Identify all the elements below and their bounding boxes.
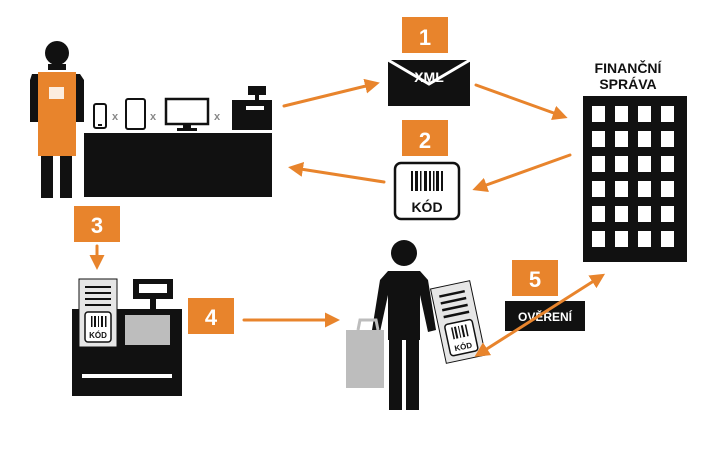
building-window bbox=[661, 206, 674, 222]
building-window bbox=[615, 206, 628, 222]
checkout-register-icon bbox=[72, 279, 182, 396]
building-window bbox=[661, 231, 674, 247]
step-4-number: 4 bbox=[205, 305, 218, 330]
building-window bbox=[638, 206, 651, 222]
building-window bbox=[661, 106, 674, 122]
step-4: 4 bbox=[188, 298, 234, 334]
building-window bbox=[592, 206, 605, 222]
tablet-icon bbox=[125, 98, 146, 130]
office-building-icon bbox=[583, 96, 687, 262]
step-5: 5 bbox=[512, 260, 558, 296]
step-2-badge bbox=[402, 120, 448, 156]
step-1-badge bbox=[402, 17, 448, 53]
building-window bbox=[615, 231, 628, 247]
code-label: KÓD bbox=[411, 198, 442, 215]
step-4-badge bbox=[188, 298, 234, 334]
receipt-icon: KÓD bbox=[78, 278, 118, 348]
step-3: 3 bbox=[74, 206, 120, 242]
device-separator: x bbox=[214, 111, 221, 123]
sales-counter bbox=[84, 133, 272, 197]
building-window bbox=[615, 156, 628, 172]
xml-label: XML bbox=[414, 69, 444, 85]
step-2-number: 2 bbox=[419, 128, 431, 153]
building-window bbox=[592, 106, 605, 122]
receipt-code-label: KÓD bbox=[89, 331, 107, 340]
building-window bbox=[615, 131, 628, 147]
authority-title-line1: FINANČNÍ bbox=[595, 59, 663, 76]
step-3-number: 3 bbox=[91, 213, 103, 238]
building-window bbox=[638, 131, 651, 147]
building-window bbox=[638, 231, 651, 247]
building-window bbox=[615, 106, 628, 122]
building-window bbox=[592, 231, 605, 247]
arrow-authority-to-code bbox=[472, 153, 572, 193]
step-1: 1 bbox=[402, 17, 448, 53]
building-window bbox=[661, 131, 674, 147]
building-window bbox=[638, 181, 651, 197]
step-5-number: 5 bbox=[529, 267, 541, 292]
cash-register-icon bbox=[232, 86, 272, 130]
building-window bbox=[661, 156, 674, 172]
building-window bbox=[592, 131, 605, 147]
building-window bbox=[638, 156, 651, 172]
arrow-xml-to-authority bbox=[474, 83, 568, 121]
smartphone-icon bbox=[93, 103, 107, 129]
barcode-icon: KÓD bbox=[393, 161, 461, 221]
building-window bbox=[661, 181, 674, 197]
customer-receipt-icon: KÓD bbox=[429, 280, 487, 364]
device-separator: x bbox=[112, 111, 119, 123]
arrow-code-to-counter bbox=[288, 161, 386, 184]
building-window bbox=[592, 181, 605, 197]
envelope-icon: XML bbox=[387, 58, 471, 106]
shopping-bag-icon bbox=[346, 318, 384, 388]
device-separator: x bbox=[150, 111, 157, 123]
merchant-icon bbox=[30, 41, 84, 198]
monitor-icon bbox=[164, 97, 210, 131]
building-window bbox=[592, 156, 605, 172]
verification-badge: OVĚŘENÍ bbox=[505, 301, 585, 331]
authority-title-line2: SPRÁVA bbox=[599, 76, 656, 92]
customer-icon bbox=[372, 240, 436, 410]
step-3-badge bbox=[74, 206, 120, 242]
customer-receipt-code-label: KÓD bbox=[454, 341, 473, 354]
step-1-number: 1 bbox=[419, 25, 431, 50]
building-window bbox=[615, 181, 628, 197]
step-2: 2 bbox=[402, 120, 448, 156]
arrow-verification bbox=[474, 273, 606, 357]
building-window bbox=[638, 106, 651, 122]
arrow-register-to-xml bbox=[282, 78, 380, 108]
